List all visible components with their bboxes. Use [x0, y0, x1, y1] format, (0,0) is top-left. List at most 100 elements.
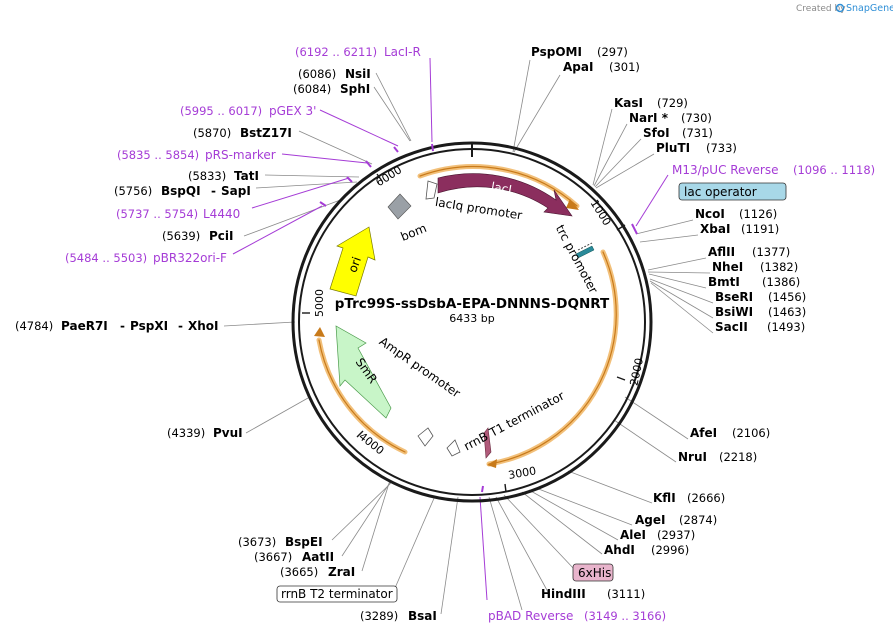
- site-bstz17i-pos: (5870): [193, 126, 231, 140]
- site-hindiii[interactable]: HindIII: [541, 587, 586, 601]
- tick-label-2000: 2000: [627, 357, 646, 387]
- site-pcii[interactable]: PciI: [209, 229, 234, 243]
- site-sphi[interactable]: SphI: [340, 82, 370, 96]
- site-bseri[interactable]: BseRI: [715, 290, 753, 304]
- site-aflii-pos: (1377): [752, 245, 790, 259]
- laciq-promoter-arrow[interactable]: [425, 180, 438, 200]
- site-bmti-pos: (1386): [762, 275, 800, 289]
- site-kfli[interactable]: KflI: [653, 491, 676, 505]
- site-pspomi[interactable]: PspOMI: [531, 45, 582, 59]
- rrnb-t2-box[interactable]: [276, 585, 398, 603]
- site-bsai[interactable]: BsaI: [408, 609, 437, 623]
- site-pluti[interactable]: PluTI: [656, 141, 690, 155]
- site-nhei[interactable]: NheI: [712, 260, 743, 274]
- rrnb-t2-label: rrnB T2 terminator: [281, 587, 393, 601]
- ori-feature[interactable]: [329, 226, 376, 297]
- site-bmti[interactable]: BmtI: [708, 275, 740, 289]
- site-hindiii-pos: (3111): [607, 587, 645, 601]
- site-paer7i[interactable]: PaeR7I: [61, 319, 108, 333]
- primer-labels: (6192 .. 6211) LacI-R (5995 .. 6017) pGE…: [65, 45, 875, 623]
- trc-promoter-feature[interactable]: [575, 245, 595, 259]
- site-ahdi[interactable]: AhdI: [604, 543, 635, 557]
- primer-m13-puc-reverse-range: (1096 .. 1118): [793, 163, 875, 177]
- site-bspqi[interactable]: BspQI: [161, 184, 201, 198]
- orf-arcs: [316, 164, 619, 467]
- primer-l4440[interactable]: L4440: [203, 207, 240, 221]
- bom-feature[interactable]: [387, 193, 412, 220]
- his6-box[interactable]: [572, 563, 614, 582]
- site-nari[interactable]: NarI *: [629, 111, 669, 125]
- site-pcii-pos: (5639): [162, 229, 200, 243]
- site-nhei-pos: (1382): [760, 260, 798, 274]
- rrnb-t2-marker[interactable]: [446, 439, 461, 457]
- site-nsii[interactable]: NsiI: [345, 67, 371, 81]
- plasmid-name: pTrc99S-ssDsbA-EPA-DNNNS-DQNRT: [335, 296, 610, 312]
- primer-pgex3[interactable]: pGEX 3': [269, 104, 316, 118]
- primer-pbad-reverse-range: (3149 .. 3166): [584, 609, 666, 623]
- tick-label-6000: 6000: [373, 163, 404, 189]
- credit-brand[interactable]: SnapGene: [846, 3, 893, 14]
- site-aatii[interactable]: AatII: [302, 550, 334, 564]
- site-alei[interactable]: AleI: [620, 528, 646, 542]
- site-bspei[interactable]: BspEI: [285, 535, 323, 549]
- primer-prs-marker-range: (5835 .. 5854): [117, 148, 199, 162]
- site-bsiwi-pos: (1463): [768, 305, 806, 319]
- site-nari-pos: (730): [681, 111, 712, 125]
- site-bspqi-sep: -: [211, 184, 216, 198]
- site-ahdi-pos: (2996): [651, 543, 689, 557]
- site-bstz17i[interactable]: BstZ17I: [240, 126, 292, 140]
- orf-arc-ampr-line: [318, 339, 406, 453]
- his6-label: 6xHis: [578, 566, 611, 580]
- site-kfli-pos: (2666): [687, 491, 725, 505]
- site-bsiwi[interactable]: BsiWI: [715, 305, 753, 319]
- smr-feature[interactable]: [335, 325, 392, 419]
- orf-arc-main-line: [488, 251, 617, 465]
- orf-arc-laci-line: [419, 166, 578, 207]
- site-agei[interactable]: AgeI: [635, 513, 665, 527]
- site-bspei-pos: (3673): [238, 535, 276, 549]
- site-bseri-pos: (1456): [768, 290, 806, 304]
- rrnb-t1-terminator-feature[interactable]: [483, 427, 492, 459]
- primer-l4440-range: (5737 .. 5754): [116, 207, 198, 221]
- site-aflii[interactable]: AflII: [708, 245, 735, 259]
- ampr-promoter-arrow[interactable]: [417, 427, 434, 447]
- primer-laci-r-range: (6192 .. 6211): [295, 45, 377, 59]
- primer-pbr322ori-f-range: (5484 .. 5503): [65, 251, 147, 265]
- bom-label: bom: [399, 221, 429, 244]
- ampr-promoter-label: AmpR promoter: [377, 334, 463, 400]
- site-nrui[interactable]: NruI: [678, 450, 707, 464]
- site-sacii[interactable]: SacII: [715, 320, 748, 334]
- site-apai[interactable]: ApaI: [563, 60, 593, 74]
- site-ncoi[interactable]: NcoI: [695, 207, 725, 221]
- credit-prefix: Created by: [796, 4, 846, 14]
- site-pvui[interactable]: PvuI: [213, 426, 243, 440]
- site-zrai[interactable]: ZraI: [328, 565, 355, 579]
- site-sfoi[interactable]: SfoI: [643, 126, 670, 140]
- site-pspomi-pos: (297): [597, 45, 628, 59]
- site-agei-pos: (2874): [679, 513, 717, 527]
- lac-operator-mark: [577, 242, 593, 251]
- primer-lines: [232, 57, 669, 601]
- site-kasi[interactable]: KasI: [614, 96, 643, 110]
- ori-label: ori: [345, 255, 363, 274]
- primer-pbr322ori-f[interactable]: pBR322ori-F: [153, 251, 227, 265]
- laci-feature[interactable]: [437, 173, 573, 217]
- lac-operator-box[interactable]: [678, 182, 787, 201]
- site-zrai-pos: (3665): [280, 565, 318, 579]
- site-xhoi[interactable]: XhoI: [188, 319, 219, 333]
- site-pspxi[interactable]: PspXI: [130, 319, 168, 333]
- site-sapi[interactable]: SapI: [221, 184, 251, 198]
- right-site-labels: PspOMI (297) ApaI (301) KasI (729) NarI …: [531, 45, 806, 601]
- primer-pbad-reverse[interactable]: pBAD Reverse: [488, 609, 573, 623]
- primer-prs-marker[interactable]: pRS-marker: [205, 148, 276, 162]
- site-tati[interactable]: TatI: [234, 169, 259, 183]
- rrnb-t1-label: rrnB T1 terminator: [461, 389, 566, 454]
- primer-m13-puc-reverse[interactable]: M13/pUC Reverse: [672, 163, 779, 177]
- site-pluti-pos: (733): [706, 141, 737, 155]
- site-xbai[interactable]: XbaI: [700, 222, 730, 236]
- site-pspxi-sep: -: [178, 319, 183, 333]
- primer-laci-r[interactable]: LacI-R: [384, 45, 421, 59]
- laci-label: lacI: [490, 180, 513, 197]
- site-afei[interactable]: AfeI: [690, 426, 717, 440]
